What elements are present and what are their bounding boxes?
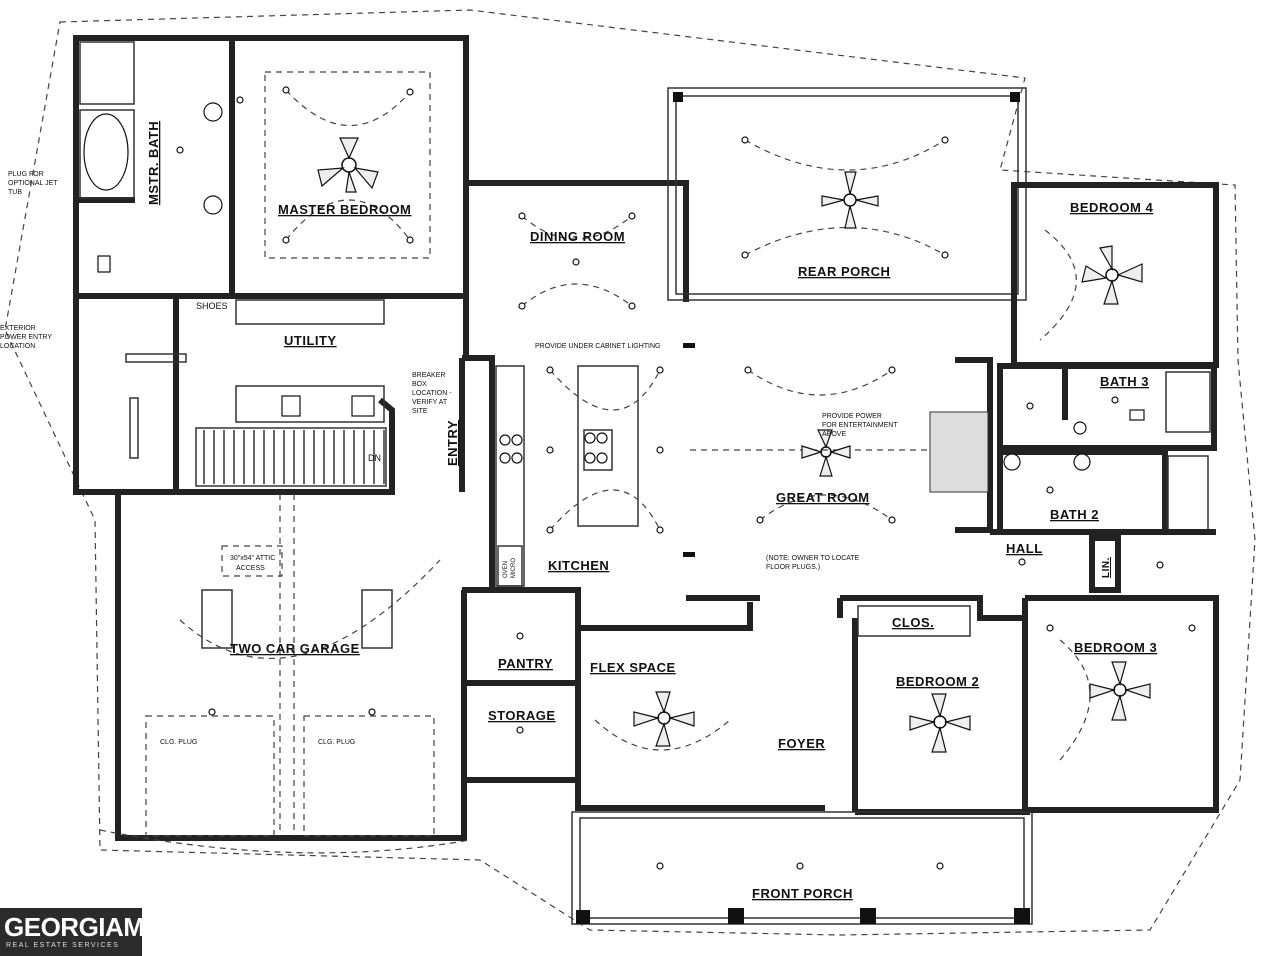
svg-text:FOR ENTERTAINMENT: FOR ENTERTAINMENT xyxy=(822,422,898,429)
label-bedroom-2: BEDROOM 2 xyxy=(896,674,979,689)
label-hall: HALL xyxy=(1006,541,1043,556)
ceiling-fan-icon xyxy=(801,429,851,477)
svg-text:LOCATION -: LOCATION - xyxy=(412,390,452,397)
svg-text:EXTERIOR: EXTERIOR xyxy=(0,325,36,332)
georgiamls-logo: GEORGIAMLS REAL ESTATE SERVICES xyxy=(0,908,177,956)
svg-text:PLUG FOR: PLUG FOR xyxy=(8,171,44,178)
svg-text:FLOOR PLUGS.): FLOOR PLUGS.) xyxy=(766,564,820,571)
label-bedroom-3: BEDROOM 3 xyxy=(1074,640,1157,655)
porch-posts xyxy=(576,92,1030,924)
label-utility: UTILITY xyxy=(284,333,337,348)
label-lin: LIN. xyxy=(1101,557,1112,578)
ceiling-fan-icon xyxy=(633,691,695,747)
ceiling-fan-icon xyxy=(821,171,879,229)
note-entertainment: PROVIDE POWER FOR ENTERTAINMENT ABOVE xyxy=(822,413,898,438)
svg-text:PROVIDE POWER: PROVIDE POWER xyxy=(822,413,882,420)
label-bath-3: BATH 3 xyxy=(1100,374,1149,389)
label-two-car-garage: TWO CAR GARAGE xyxy=(230,641,360,656)
walls xyxy=(73,35,1219,925)
svg-text:SITE: SITE xyxy=(412,408,428,415)
note-oven-micro: OVEN MICRO xyxy=(503,558,517,578)
svg-text:30"x54" ATTIC: 30"x54" ATTIC xyxy=(230,555,275,562)
label-master-bedroom: MASTER BEDROOM xyxy=(278,202,411,217)
ceiling-fan-icon xyxy=(317,137,379,193)
label-entry: ENTRY xyxy=(445,420,460,466)
svg-text:ABOVE: ABOVE xyxy=(822,431,846,438)
svg-text:BREAKER: BREAKER xyxy=(412,372,445,379)
svg-text:ACCESS: ACCESS xyxy=(236,565,265,572)
label-rear-porch: REAR PORCH xyxy=(798,264,890,279)
svg-text:LOCATION: LOCATION xyxy=(0,343,35,350)
note-breaker-box: BREAKER BOX LOCATION - VERIFY AT SITE xyxy=(412,372,452,415)
light-fixture-icons xyxy=(176,86,1196,870)
wiring xyxy=(99,89,1091,854)
label-foyer: FOYER xyxy=(778,736,825,751)
svg-text:BOX: BOX xyxy=(412,381,427,388)
ceiling-fan-icon xyxy=(909,693,971,753)
label-clos: CLOS. xyxy=(892,615,934,630)
svg-text:VERIFY AT: VERIFY AT xyxy=(412,399,448,406)
logo-name: GEORGIAMLS xyxy=(4,912,177,942)
note-under-cabinet: PROVIDE UNDER CABINET LIGHTING xyxy=(535,343,661,350)
label-shoes: SHOES xyxy=(196,301,228,311)
label-flex-space: FLEX SPACE xyxy=(590,660,676,675)
label-dining-room: DINING ROOM xyxy=(530,229,625,244)
note-clg-plug-2: CLG. PLUG xyxy=(318,739,355,746)
label-bedroom-4: BEDROOM 4 xyxy=(1070,200,1154,215)
note-floor-plugs: (NOTE: OWNER TO LOCATE FLOOR PLUGS.) xyxy=(766,555,860,571)
label-kitchen: KITCHEN xyxy=(548,558,609,573)
label-mstr-bath: MSTR. BATH xyxy=(146,121,161,205)
ceiling-fan-icon xyxy=(1089,661,1151,721)
svg-text:OPTIONAL JET: OPTIONAL JET xyxy=(8,180,58,187)
label-bath-2: BATH 2 xyxy=(1050,507,1099,522)
note-dn: DN xyxy=(368,453,381,463)
label-front-porch: FRONT PORCH xyxy=(752,886,853,901)
note-jet-tub: PLUG FOR OPTIONAL JET TUB xyxy=(8,171,58,196)
label-great-room: GREAT ROOM xyxy=(776,490,870,505)
logo-tagline: REAL ESTATE SERVICES xyxy=(6,942,120,949)
svg-text:OVEN: OVEN xyxy=(503,561,509,578)
svg-text:TUB: TUB xyxy=(8,189,22,196)
stair-treads xyxy=(203,430,385,484)
label-storage: STORAGE xyxy=(488,708,556,723)
plumbing-fixture-icons xyxy=(97,102,1145,471)
svg-text:MICRO: MICRO xyxy=(511,558,517,578)
label-pantry: PANTRY xyxy=(498,656,553,671)
ceiling-fan-icon xyxy=(1081,245,1143,305)
svg-text:(NOTE: OWNER TO LOCATE: (NOTE: OWNER TO LOCATE xyxy=(766,555,860,562)
note-exterior-power: EXTERIOR POWER ENTRY LOCATION xyxy=(0,325,52,350)
note-attic-access: 30"x54" ATTIC ACCESS xyxy=(230,555,275,572)
note-clg-plug-1: CLG. PLUG xyxy=(160,739,197,746)
roofline-outline xyxy=(4,9,1256,936)
svg-text:POWER ENTRY: POWER ENTRY xyxy=(0,334,52,341)
